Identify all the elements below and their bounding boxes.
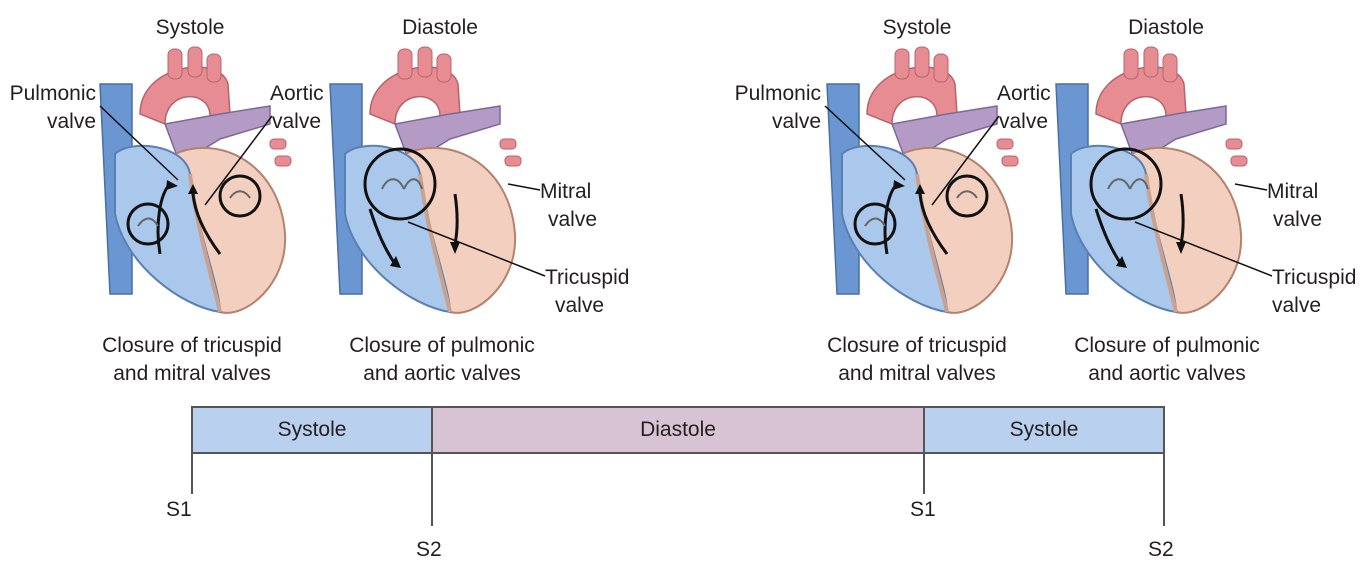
panel-4-caption-line1: Closure of pulmonic — [1074, 334, 1260, 357]
aortic-valve-label: valve — [999, 110, 1049, 133]
panel-2-caption-line2: and aortic valves — [363, 362, 521, 385]
s2-tick — [431, 454, 433, 526]
tricuspid-label: Tricuspid — [545, 266, 630, 289]
s1-tick — [191, 454, 193, 494]
heart-diastole-illustration — [300, 44, 540, 324]
panel-1-caption-line1: Closure of tricuspid — [102, 334, 282, 357]
mitral-valve-label: valve — [548, 208, 598, 231]
mitral-valve-label: valve — [1273, 208, 1323, 231]
mitral-label: Mitral — [1267, 180, 1319, 203]
panel-2-title: Diastole — [402, 16, 478, 39]
s1-label: S1 — [910, 498, 936, 521]
pulmonic-valve-label: valve — [46, 110, 96, 133]
tricuspid-valve-label: valve — [1272, 294, 1322, 317]
s1-tick — [923, 454, 925, 494]
s1-label: S1 — [166, 498, 192, 521]
pulmonic-label: Pulmonic — [9, 82, 96, 105]
panel-4-caption-line2: and aortic valves — [1088, 362, 1246, 385]
tricuspid-valve-label: valve — [555, 294, 605, 317]
aortic-label: Aortic — [997, 82, 1051, 105]
timeline-segment-systole: Systole — [191, 406, 433, 454]
aortic-valve-label: valve — [272, 110, 322, 133]
timeline-segment-diastole: Diastole — [431, 406, 925, 454]
timeline-segment-systole: Systole — [923, 406, 1165, 454]
heart-diastole-illustration — [1026, 44, 1266, 324]
panel-3-caption-line1: Closure of tricuspid — [827, 334, 1007, 357]
tricuspid-label: Tricuspid — [1272, 266, 1357, 289]
panel-1-title: Systole — [155, 16, 225, 39]
s2-label: S2 — [416, 538, 442, 561]
aortic-label: Aortic — [270, 82, 324, 105]
pulmonic-label: Pulmonic — [734, 82, 821, 105]
s2-tick — [1163, 454, 1165, 526]
panel-3-title: Systole — [882, 16, 952, 39]
pulmonic-valve-label: valve — [771, 110, 821, 133]
panel-3-caption-line2: and mitral valves — [838, 362, 996, 385]
panel-4-title: Diastole — [1128, 16, 1204, 39]
s2-label: S2 — [1148, 538, 1174, 561]
mitral-label: Mitral — [540, 180, 592, 203]
panel-2-caption-line1: Closure of pulmonic — [349, 334, 535, 357]
panel-1-caption-line2: and mitral valves — [113, 362, 271, 385]
